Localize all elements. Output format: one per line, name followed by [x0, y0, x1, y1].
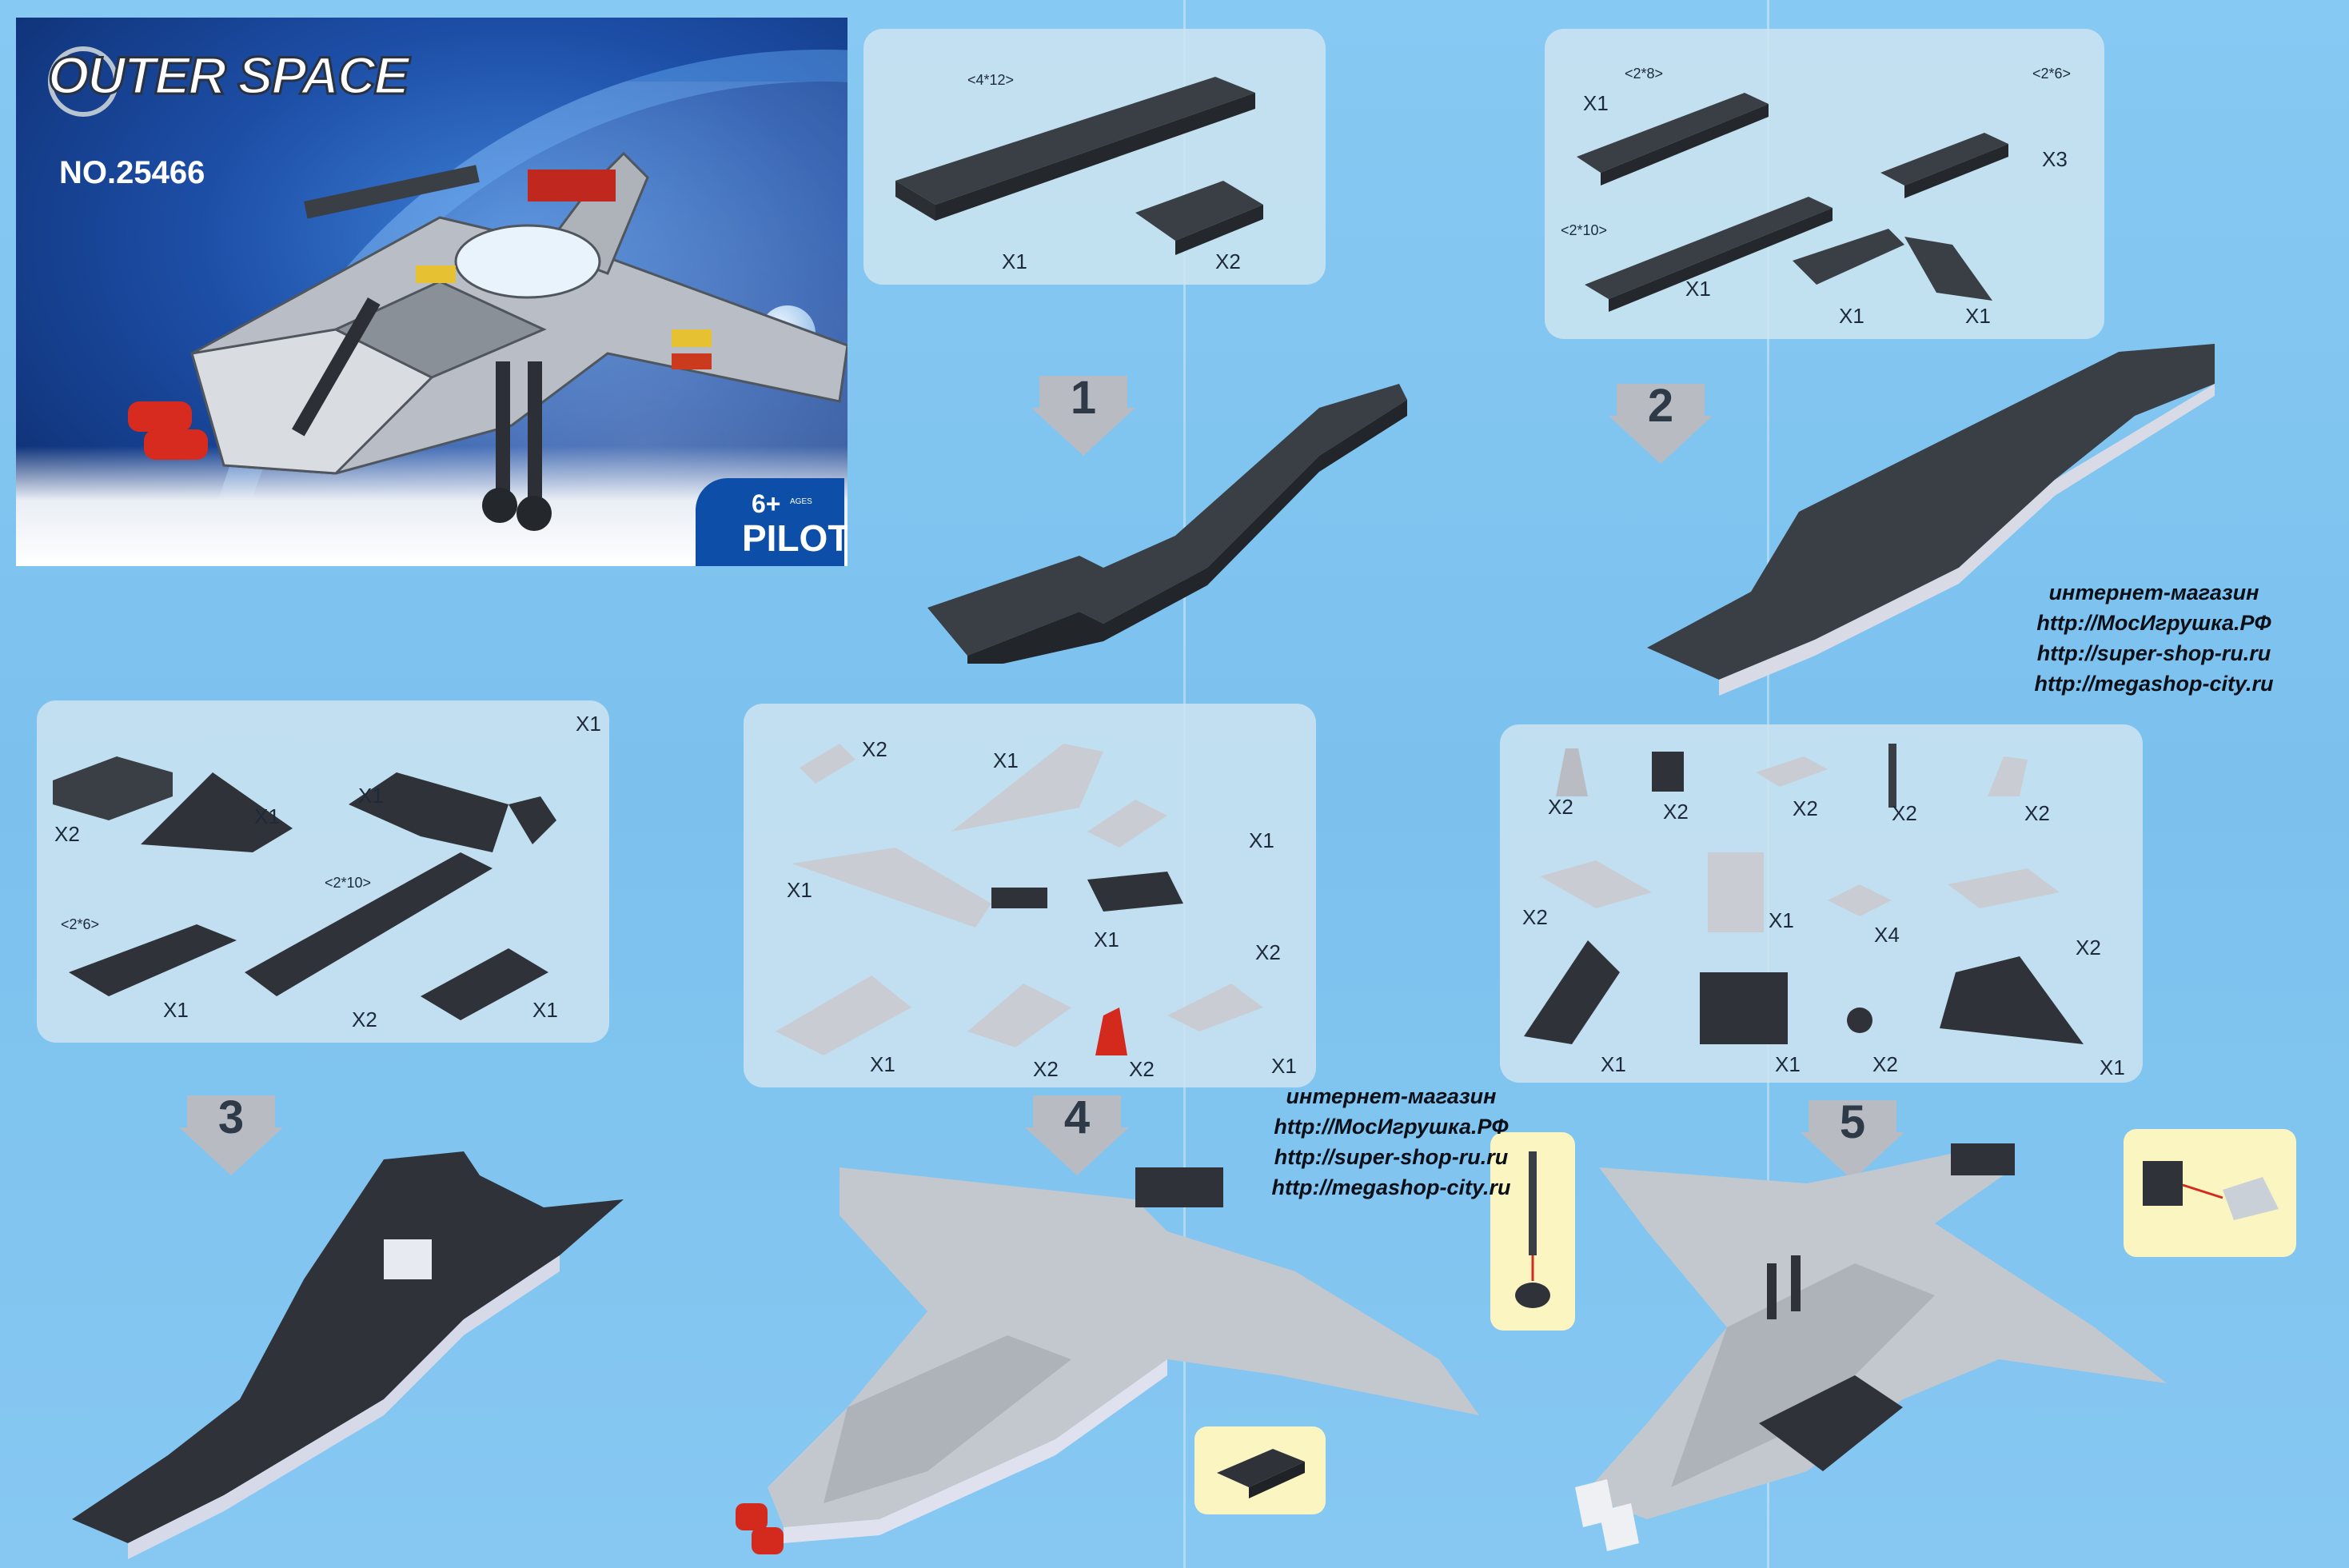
- part-quantity: X4: [1874, 923, 1900, 947]
- part-quantity: X1: [163, 998, 189, 1022]
- step-2-indicator: 2: [1609, 380, 1713, 464]
- plate-4x12-icon: [895, 77, 1255, 221]
- watermark-line: http://megashop-city.ru: [1271, 1175, 1511, 1199]
- part-dimension: <2*10>: [1561, 222, 1608, 238]
- series-label: PILOT: [742, 517, 847, 559]
- shop-watermark: интернет-магазин http://МосИгрушка.РФ ht…: [2010, 577, 2298, 699]
- part-quantity: X1: [1249, 828, 1274, 852]
- part-dimension: <4*12>: [967, 72, 1015, 88]
- watermark-line: интернет-магазин: [2048, 581, 2259, 604]
- step-4-assembly-image: [736, 1167, 1479, 1554]
- part-quantity: X2: [1255, 940, 1281, 964]
- age-badge: 6+ AGES PILOT: [696, 478, 847, 566]
- step-3-parts-panel: <2*10> <2*6> X2 X1 X1 X1 X1 X2 X1: [37, 700, 609, 1043]
- part-quantity: X1: [1775, 1052, 1801, 1076]
- watermark-line: http://МосИгрушка.РФ: [1274, 1115, 1509, 1139]
- step-5-cone-callout: [2124, 1129, 2296, 1257]
- antenna-assembly-icon: [1515, 1151, 1550, 1308]
- step-4-indicator: 4: [1025, 1091, 1129, 1175]
- part-quantity: X2: [1663, 800, 1689, 824]
- part-quantity: X1: [1094, 928, 1119, 952]
- part-quantity: X2: [2076, 936, 2101, 960]
- step-5-parts-icons: [1524, 744, 2084, 1044]
- part-quantity: X2: [1872, 1052, 1898, 1076]
- part-quantity: X2: [1522, 905, 1548, 929]
- step-3-parts-icons: [53, 756, 556, 1020]
- step-number: 4: [1063, 1091, 1091, 1143]
- part-quantity: X2: [54, 822, 80, 846]
- age-label: 6+: [752, 489, 781, 518]
- watermark-line: http://super-shop-ru.ru: [2036, 641, 2271, 665]
- ages-caption: AGES: [790, 497, 812, 506]
- part-quantity: X1: [532, 998, 558, 1022]
- step-number: 5: [1839, 1096, 1866, 1148]
- part-dimension: <2*8>: [1625, 66, 1664, 82]
- step-1-indicator: 1: [1031, 372, 1135, 456]
- part-quantity: X1: [1002, 249, 1027, 273]
- step-4-parts-icons: [776, 744, 1263, 1055]
- plate-2x4-icon: [1135, 181, 1263, 255]
- part-quantity: X1: [358, 784, 384, 808]
- part-quantity: X2: [1892, 801, 1917, 825]
- part-quantity: X1: [1271, 1054, 1297, 1078]
- part-quantity: X1: [1583, 91, 1609, 115]
- step-3-assembly-image: [72, 1151, 624, 1559]
- part-quantity: X2: [1129, 1057, 1155, 1081]
- part-quantity: X1: [254, 804, 280, 828]
- part-quantity: X2: [2024, 801, 2050, 825]
- part-dimension: <2*10>: [325, 875, 372, 891]
- watermark-line: http://megashop-city.ru: [2034, 672, 2274, 696]
- spaceship-model-image: [128, 151, 847, 531]
- step-2-parts-panel: <2*8> <2*6> <2*10> X1 X3 X1 X1 X1: [1545, 29, 2104, 339]
- part-quantity: X2: [1033, 1057, 1059, 1081]
- part-quantity: X1: [1769, 908, 1794, 932]
- set-number: NO.25466: [59, 155, 205, 190]
- cone-attachment-icon: [2143, 1161, 2279, 1220]
- step-1-assembly-image: [927, 384, 1407, 664]
- part-dimension: <2*6>: [61, 916, 100, 932]
- step-4-parts-panel: X2 X1 X1 X1 X1 X2 X1 X2 X2 X1: [744, 704, 1316, 1087]
- step-2-parts-icons: [1577, 93, 2008, 312]
- step-3-indicator: 3: [179, 1091, 283, 1175]
- part-quantity: X2: [1548, 795, 1573, 819]
- series-logo: OUTER SPACE: [47, 45, 411, 106]
- step-number: 2: [1647, 380, 1674, 432]
- step-1-parts-panel: <4*12> X1 X2: [863, 29, 1326, 285]
- part-quantity: X1: [1839, 304, 1864, 328]
- step-4-detail-callout: [1194, 1426, 1326, 1514]
- step-5-parts-panel: X2 X2 X2 X2 X2 X2 X1 X4 X2 X1 X1 X2 X1: [1500, 724, 2143, 1083]
- logo-ring-icon: [48, 46, 118, 117]
- part-dimension: <2*6>: [2032, 66, 2072, 82]
- part-quantity: X2: [862, 737, 887, 761]
- part-quantity: X1: [787, 878, 812, 902]
- step-number: 3: [217, 1091, 245, 1143]
- step-5-antenna-callout: [1490, 1132, 1575, 1331]
- part-quantity: X3: [2042, 147, 2068, 171]
- step-2-assembly-image: [1647, 344, 2215, 696]
- step-5-assembly-image: [1575, 1143, 2167, 1551]
- plate-1x2-icon: [1217, 1449, 1305, 1498]
- step-number: 1: [1070, 372, 1097, 424]
- part-quantity: X2: [1215, 249, 1241, 273]
- watermark-line: интернет-магазин: [1286, 1084, 1497, 1108]
- part-quantity: X1: [576, 712, 601, 736]
- part-quantity: X2: [1793, 796, 1818, 820]
- watermark-line: http://МосИгрушка.РФ: [2036, 611, 2271, 635]
- part-quantity: X1: [870, 1052, 895, 1076]
- part-quantity: X1: [1685, 277, 1711, 301]
- part-quantity: X1: [2100, 1055, 2125, 1079]
- part-quantity: X2: [352, 1007, 377, 1031]
- cover-panel: OUTER SPACE NO.25466 6+ AGES PILOT: [16, 18, 847, 566]
- part-quantity: X1: [1965, 304, 1991, 328]
- part-quantity: X1: [993, 748, 1019, 772]
- step-5-indicator: 5: [1801, 1096, 1904, 1180]
- watermark-line: http://super-shop-ru.ru: [1274, 1145, 1509, 1169]
- shop-watermark: интернет-магазин http://МосИгрушка.РФ ht…: [1247, 1081, 1535, 1203]
- part-quantity: X1: [1601, 1052, 1626, 1076]
